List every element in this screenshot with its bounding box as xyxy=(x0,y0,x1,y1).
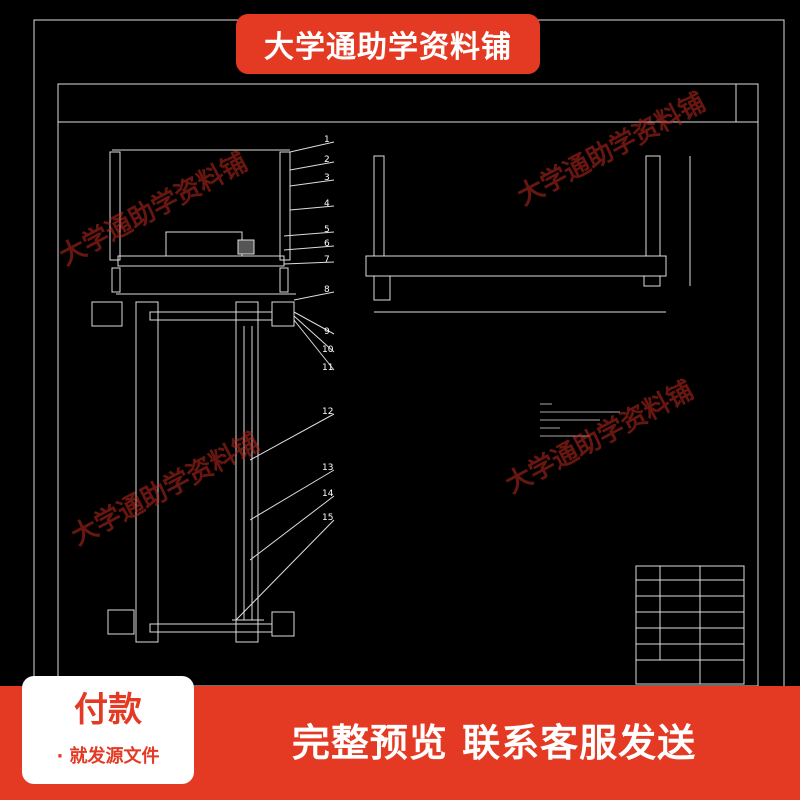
plan-view xyxy=(91,301,295,643)
title-block xyxy=(635,565,745,685)
shop-title: 大学通助学资料铺 xyxy=(264,30,512,65)
part-label-9: 9 xyxy=(324,327,330,337)
part-label-11: 11 xyxy=(322,363,333,373)
part-label-14: 14 xyxy=(322,489,334,499)
front-view xyxy=(109,149,296,295)
part-label-8: 8 xyxy=(324,285,330,295)
pay-title: 付款 xyxy=(74,690,142,730)
notes-block xyxy=(540,403,620,437)
part-label-2: 2 xyxy=(324,155,330,165)
pay-box[interactable]: 付款 · 就发源文件 xyxy=(22,676,194,784)
part-label-7: 7 xyxy=(324,255,330,265)
footer-message: 完整预览 联系客服发送 xyxy=(291,721,697,765)
part-label-12: 12 xyxy=(322,407,333,417)
part-label-5: 5 xyxy=(324,225,330,235)
part-label-10: 10 xyxy=(322,345,334,355)
part-labels: 1 2 3 4 5 6 7 8 9 10 11 12 13 14 15 xyxy=(322,135,334,523)
part-label-1: 1 xyxy=(324,135,330,145)
part-label-13: 13 xyxy=(322,463,333,473)
shop-title-banner: 大学通助学资料铺 xyxy=(236,14,540,74)
part-label-6: 6 xyxy=(324,239,330,249)
side-view xyxy=(365,155,691,313)
pay-subtitle: · 就发源文件 xyxy=(56,746,160,767)
part-label-3: 3 xyxy=(324,173,330,183)
leader-lines xyxy=(235,141,335,621)
part-label-4: 4 xyxy=(324,199,330,209)
part-label-15: 15 xyxy=(322,513,333,523)
